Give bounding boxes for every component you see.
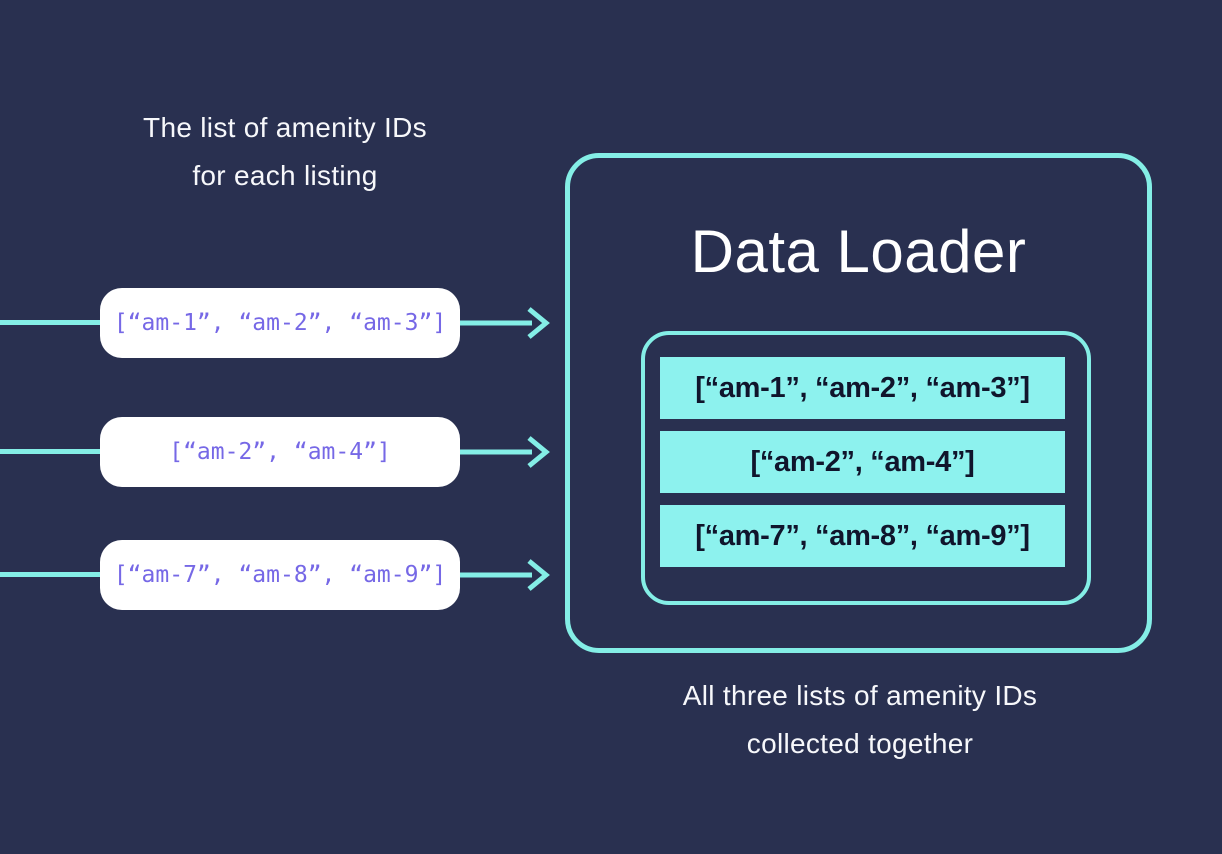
output-caption: All three lists of amenity IDs collected… xyxy=(565,672,1155,768)
collector-box: [“am-1”, “am-2”, “am-3”] [“am-2”, “am-4”… xyxy=(641,331,1091,605)
output-caption-line1: All three lists of amenity IDs xyxy=(682,680,1038,711)
collected-list-text-1: [“am-1”, “am-2”, “am-3”] xyxy=(695,371,1030,404)
input-list-box-3: [“am-7”, “am-8”, “am-9”] xyxy=(100,540,460,610)
collected-list-2: [“am-2”, “am-4”] xyxy=(660,431,1065,493)
arrow-right-icon xyxy=(460,307,550,339)
input-list-text-2: [“am-2”, “am-4”] xyxy=(169,439,391,465)
collected-list-text-3: [“am-7”, “am-8”, “am-9”] xyxy=(695,519,1030,552)
collected-list-3: [“am-7”, “am-8”, “am-9”] xyxy=(660,505,1065,567)
inputs-caption-line1: The list of amenity IDs xyxy=(143,112,427,143)
data-loader-box: Data Loader [“am-1”, “am-2”, “am-3”] [“a… xyxy=(565,153,1152,653)
input-list-box-1: [“am-1”, “am-2”, “am-3”] xyxy=(100,288,460,358)
output-caption-line2: collected together xyxy=(746,728,974,759)
collected-list-text-2: [“am-2”, “am-4”] xyxy=(750,445,975,478)
arrow-right-icon xyxy=(460,559,550,591)
input-list-text-1: [“am-1”, “am-2”, “am-3”] xyxy=(113,310,447,336)
connector-line-1 xyxy=(0,320,104,325)
collected-list-1: [“am-1”, “am-2”, “am-3”] xyxy=(660,357,1065,419)
connector-line-2 xyxy=(0,449,104,454)
inputs-caption: The list of amenity IDs for each listing xyxy=(60,104,510,200)
arrow-right-icon xyxy=(460,436,550,468)
data-loader-title: Data Loader xyxy=(690,218,1027,285)
connector-line-3 xyxy=(0,572,104,577)
inputs-caption-line2: for each listing xyxy=(192,160,378,191)
input-list-text-3: [“am-7”, “am-8”, “am-9”] xyxy=(113,562,447,588)
input-list-box-2: [“am-2”, “am-4”] xyxy=(100,417,460,487)
